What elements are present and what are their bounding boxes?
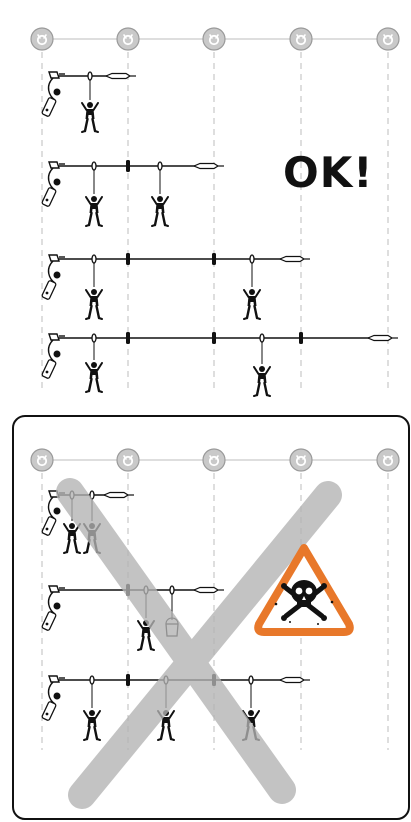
intermediate-anchor-icon bbox=[126, 160, 130, 172]
fall-arrester-lanyard-icon bbox=[40, 161, 66, 208]
anchor-ring-icon bbox=[289, 27, 313, 51]
trolley-icon bbox=[87, 71, 93, 81]
correct-section: OK! bbox=[30, 27, 400, 398]
intermediate-anchor-icon bbox=[212, 253, 216, 265]
worker-figure-icon bbox=[242, 287, 262, 321]
trolley-icon bbox=[249, 254, 255, 264]
trolley-icon bbox=[157, 161, 163, 171]
cross-out-icon bbox=[56, 478, 342, 809]
trolley-icon bbox=[169, 585, 175, 595]
worker-figure-icon bbox=[80, 100, 100, 134]
fall-arrester-lanyard-icon bbox=[40, 333, 66, 380]
anchor-ring-icon bbox=[30, 448, 54, 472]
lifeline-row bbox=[40, 253, 311, 321]
trolley-icon bbox=[91, 161, 97, 171]
anchor-ring-icon bbox=[116, 448, 140, 472]
trolley-icon bbox=[259, 333, 265, 343]
worker-figure-icon bbox=[84, 360, 104, 394]
skull-warning-sign-icon bbox=[254, 544, 354, 636]
incorrect-section bbox=[12, 415, 410, 820]
trolley-icon bbox=[89, 675, 95, 685]
anchor-ring-icon bbox=[202, 27, 226, 51]
lifeline-row bbox=[40, 160, 225, 228]
worker-figure-icon bbox=[150, 194, 170, 228]
trolley-icon bbox=[91, 333, 97, 343]
worker-figure-icon bbox=[252, 364, 272, 398]
trolley-icon bbox=[248, 675, 254, 685]
lifeline-row bbox=[40, 332, 399, 398]
anchor-ring-icon bbox=[116, 27, 140, 51]
anchor-ring-icon bbox=[376, 448, 400, 472]
trolley-icon bbox=[91, 254, 97, 264]
cable-end-icon bbox=[193, 162, 225, 170]
cable-end-icon bbox=[105, 72, 137, 80]
intermediate-anchor-icon bbox=[126, 332, 130, 344]
anchor-ring-icon bbox=[30, 27, 54, 51]
worker-figure-icon bbox=[84, 194, 104, 228]
intermediate-anchor-icon bbox=[126, 674, 130, 686]
anchor-ring-icon bbox=[289, 448, 313, 472]
intermediate-anchor-icon bbox=[299, 332, 303, 344]
fall-arrester-lanyard-icon bbox=[40, 71, 66, 118]
worker-figure-icon bbox=[84, 287, 104, 321]
ok-label: OK! bbox=[283, 148, 373, 197]
lifeline-row bbox=[40, 71, 137, 134]
intermediate-anchor-icon bbox=[126, 253, 130, 265]
cable-end-icon bbox=[367, 334, 399, 342]
intermediate-anchor-icon bbox=[212, 332, 216, 344]
anchor-ring-icon bbox=[376, 27, 400, 51]
fall-arrester-lanyard-icon bbox=[40, 254, 66, 301]
anchor-ring-icon bbox=[202, 448, 226, 472]
cable-end-icon bbox=[279, 255, 311, 263]
